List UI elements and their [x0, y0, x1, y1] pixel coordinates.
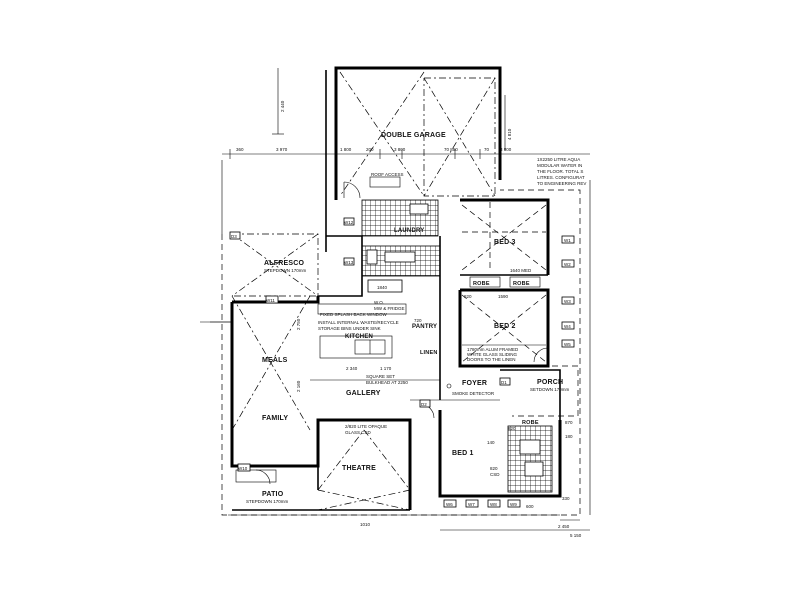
smoke-detector-icon	[446, 383, 452, 389]
dim-v-right: 4 810	[507, 128, 512, 140]
room-robe-b: ROBE	[513, 281, 530, 287]
note-porch-step: SETDOWN 170mm	[530, 387, 570, 392]
note-splash: FIXED SPLASH BACK WINDOW	[320, 312, 388, 317]
tank-note-3: THE FLOOR. TOTAL S	[537, 169, 583, 174]
room-alfresco: ALFRESCO	[264, 260, 304, 267]
dim-1840: 1840	[377, 285, 388, 290]
patio-steps	[235, 469, 277, 483]
tank-note-1: 1X2250 LITRE AQUA	[537, 157, 580, 162]
dim-5150: 5 150	[570, 533, 582, 538]
tank-note-2: MODULAR WATER IN	[537, 163, 582, 168]
note-glass-1: 2/820 LITE OPAQUE	[345, 424, 387, 429]
dim-1170: 1 170	[380, 366, 392, 371]
note-square-set-1: SQUARE SET	[366, 374, 395, 379]
tag-w10: W10	[238, 466, 248, 471]
dim-top-a: 360	[236, 147, 244, 152]
room-double-garage: DOUBLE GARAGE	[381, 132, 446, 139]
room-robe-a: ROBE	[473, 281, 490, 287]
tag-d1: D1	[501, 380, 507, 385]
room-foyer: FOYER	[462, 380, 487, 387]
dim-top-g: 70	[484, 147, 490, 152]
note-sliding-3: DOORS TO THE LINEN	[467, 357, 516, 362]
note-sliding-1: 1780mm ALUM FRAMED	[467, 347, 519, 352]
room-gallery: GALLERY	[346, 390, 381, 397]
double-garage	[325, 66, 502, 252]
roof-outline	[221, 189, 581, 516]
note-patio-step: STEPDOWN 170mm	[246, 499, 289, 504]
room-kitchen: KITCHEN	[345, 334, 373, 340]
note-alfresco-step: STEPDOWN 170mm	[264, 268, 307, 273]
dim-1640: 1640 MED	[510, 268, 532, 273]
room-patio: PATIO	[262, 491, 284, 498]
room-porch: PORCH	[537, 379, 563, 386]
tag-w11: W11	[266, 298, 275, 303]
dim-v-left: 2 440	[280, 100, 285, 112]
dim-top-c: 1 800	[340, 147, 352, 152]
tank-note-4: LITRES. CONFIGURAT	[537, 175, 585, 180]
dim-820-a: 820	[464, 294, 472, 299]
note-roof-access: ROOF ACCESS	[371, 172, 404, 177]
dim-330: 330	[562, 496, 570, 501]
note-smoke: SMOKE DETECTOR	[452, 391, 495, 396]
window-tags	[229, 217, 575, 508]
tag-w9: W9	[510, 502, 517, 507]
dim-top-e: 3 800	[394, 147, 406, 152]
tag-w5: W5	[564, 342, 571, 347]
dim-1010: 1010	[360, 522, 371, 527]
dim-140: 140	[487, 440, 495, 445]
dim-top-f: 70 850	[444, 147, 458, 152]
living-walls	[230, 235, 562, 511]
tag-w8: W8	[490, 502, 497, 507]
room-laundry: LAUNDRY	[394, 228, 425, 234]
note-glass-2: GLASS CSD	[345, 430, 372, 435]
tag-w13: W13	[344, 260, 354, 265]
room-pantry: PANTRY	[412, 324, 437, 330]
tank-note-5: TO ENGINEERING REV	[537, 181, 586, 186]
tag-d3: D3	[231, 234, 237, 239]
tag-w12: W12	[344, 220, 354, 225]
note-csd: CSD	[490, 472, 500, 477]
tag-w7: W7	[468, 502, 475, 507]
room-bed2: BED 2	[494, 323, 516, 330]
room-robe-c: ROBE	[522, 420, 539, 426]
note-waste-2: STORAGE BINS UNDER SINK	[318, 326, 381, 331]
theatre	[317, 429, 411, 511]
room-theatre: THEATRE	[342, 465, 376, 472]
dim-720: 720	[414, 318, 422, 323]
dim-2340: 2 340	[346, 366, 358, 371]
note-square-set-2: BULKHEAD AT 2250	[366, 380, 408, 385]
tag-w2: W2	[564, 262, 571, 267]
note-mw-fridge: MW & FRIDGE	[374, 306, 405, 311]
dim-top-d: 200	[366, 147, 374, 152]
kitchen-bench	[319, 335, 393, 359]
room-meals: MEALS	[262, 357, 288, 364]
room-bed3: BED 3	[494, 239, 516, 246]
note-door-820: 820	[508, 426, 516, 431]
tag-d2: D2	[421, 402, 427, 407]
dim-180: 180	[565, 434, 573, 439]
foyer-door-swing	[533, 347, 549, 363]
dim-870: 870	[565, 420, 573, 425]
tag-w6: W6	[446, 502, 453, 507]
room-linen: LINEN	[420, 350, 438, 356]
tag-w1: W1	[564, 238, 571, 243]
dim-top-h: 3 800	[500, 147, 512, 152]
dim-2160: 2 160	[296, 380, 301, 392]
dim-top-b: 3 970	[276, 147, 288, 152]
dim-2750: 2 750	[296, 318, 301, 330]
tag-w3: W3	[564, 299, 571, 304]
tag-w4: W4	[564, 324, 571, 329]
room-family: FAMILY	[262, 415, 288, 422]
dim-2450: 2 450	[558, 524, 570, 529]
room-bed1: BED 1	[452, 450, 474, 457]
ensuite-floor	[507, 425, 553, 493]
dim-600: 600	[526, 504, 534, 509]
dim-1590: 1590	[498, 294, 509, 299]
note-waste-1: INSTALL INTERNAL WASTE/RECYCLE	[318, 320, 399, 325]
note-wo: W.O.	[374, 300, 384, 305]
dim-820-b: 820	[490, 466, 498, 471]
note-sliding-2: WHITE GLASS SLIDING	[467, 352, 518, 357]
